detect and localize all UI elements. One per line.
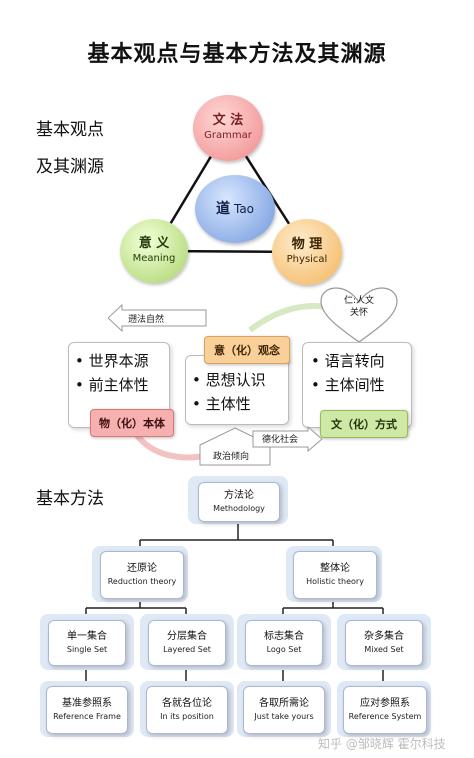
single-set-zh: 单一集合 (67, 631, 107, 642)
reference-frame-en: Reference Frame (53, 712, 121, 721)
reduction-theory-en: Reduction theory (107, 577, 177, 586)
layered-set-node: 分层集合 Layered Set (148, 620, 226, 666)
middle-item-1: • 思想认识 (192, 371, 266, 389)
in-its-position-zh: 各就各位论 (162, 698, 212, 709)
just-take-yours-zh: 各取所需论 (259, 698, 309, 709)
left-item-1: • 世界本源 (75, 352, 149, 370)
basic-methods-label: 基本方法 (36, 489, 104, 509)
meaning-zh: 意 义 (138, 236, 170, 251)
tao-en: Tao (233, 202, 255, 216)
methodology-zh: 方法论 (224, 490, 254, 501)
mixed-set-en: Mixed Set (364, 645, 404, 654)
logo-set-en: Logo Set (266, 645, 302, 654)
left-view-tag: 物（化）本体 (90, 409, 174, 437)
reference-system-en: Reference System (348, 712, 422, 721)
arrow-bottom-label: 政治倾向 (213, 452, 250, 462)
physical-zh: 物 理 (291, 237, 323, 252)
holistic-theory-zh: 整体论 (320, 563, 350, 574)
logo-set-node: 标志集合 Logo Set (245, 620, 323, 666)
middle-item-2: • 主体性 (192, 395, 251, 413)
reference-system-zh: 应对参照系 (360, 698, 410, 709)
physical-en: Physical (286, 254, 328, 265)
heart-icon (320, 287, 398, 343)
layered-set-en: Layered Set (163, 645, 211, 654)
holistic-theory-node: 整体论 Holistic theory (293, 551, 377, 599)
mixed-set-node: 杂多集合 Mixed Set (345, 620, 423, 666)
layered-set-zh: 分层集合 (167, 631, 207, 642)
reference-frame-node: 基准参照系 Reference Frame (46, 686, 128, 734)
middle-view-box: • 思想认识 • 主体性 (185, 355, 289, 425)
just-take-yours-node: 各取所需论 Just take yours (243, 686, 325, 734)
logo-set-zh: 标志集合 (264, 631, 304, 642)
arrow-right-label: 德化社会 (262, 435, 299, 445)
heart-label: 仁:人文 关怀 (343, 296, 375, 318)
holistic-theory-en: Holistic theory (306, 577, 364, 586)
right-item-1: • 语言转向 (311, 352, 385, 370)
reference-frame-zh: 基准参照系 (62, 698, 112, 709)
reduction-theory-node: 还原论 Reduction theory (100, 551, 184, 599)
origins-label: 及其渊源 (36, 157, 104, 177)
methodology-en: Methodology (213, 504, 265, 513)
meaning-en: Meaning (132, 253, 176, 264)
grammar-node: 文 法 Grammar (193, 95, 263, 161)
in-its-position-en: In its position (160, 712, 214, 721)
methodology-node: 方法论 Methodology (198, 482, 280, 522)
reference-system-node: 应对参照系 Reference System (343, 686, 427, 734)
arrow-right-shape (252, 426, 323, 452)
arrow-left-shape (108, 304, 207, 332)
left-item-2: • 前主体性 (75, 376, 149, 394)
in-its-position-node: 各就各位论 In its position (146, 686, 228, 734)
page-title: 基本观点与基本方法及其渊源 (87, 42, 387, 67)
physical-node: 物 理 Physical (272, 219, 342, 285)
mixed-set-zh: 杂多集合 (364, 631, 404, 642)
grammar-en: Grammar (204, 130, 252, 141)
right-item-2: • 主体间性 (311, 376, 385, 394)
arrow-left-label: 遡法自然 (128, 315, 165, 325)
right-view-tag: 文（化）方式 (320, 410, 408, 438)
single-set-node: 单一集合 Single Set (48, 620, 126, 666)
tao-node: 道 Tao (195, 175, 275, 243)
just-take-yours-en: Just take yours (254, 712, 314, 721)
grammar-zh: 文 法 (212, 113, 244, 128)
middle-view-tag: 意（化）观念 (204, 336, 290, 364)
basic-views-label: 基本观点 (36, 120, 104, 140)
reduction-theory-zh: 还原论 (127, 563, 157, 574)
meaning-node: 意 义 Meaning (120, 219, 188, 283)
watermark: 知乎 @邹晓辉 霍尔科技 (318, 737, 446, 751)
single-set-en: Single Set (66, 645, 108, 654)
tao-zh: 道 (215, 201, 230, 217)
